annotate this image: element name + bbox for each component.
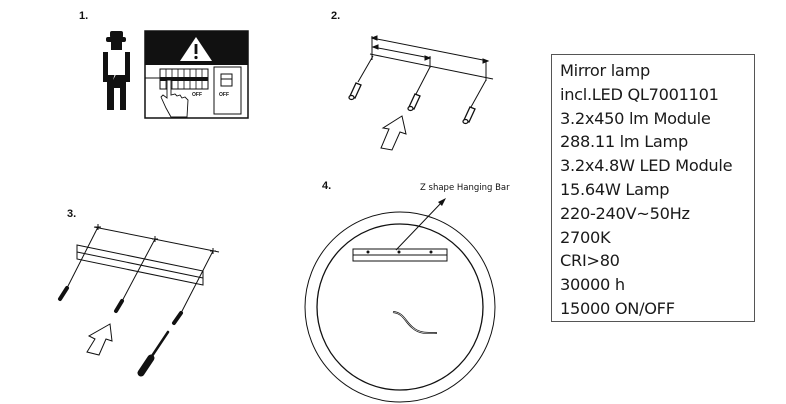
step-3-mounting-diagram	[65, 224, 220, 316]
spec-lamp-power: 15.64W Lamp	[560, 179, 670, 199]
spec-product-name: Mirror lamp	[560, 61, 650, 80]
step-3-number: 3.	[67, 208, 77, 220]
electrician-icon	[103, 31, 130, 110]
spec-module-lumens: 3.2x450 lm Module	[560, 108, 711, 128]
specifications-box: Mirror lamp incl.LED QL7001101 3.2x450 l…	[551, 54, 755, 322]
spec-led-model: incl.LED QL7001101	[560, 84, 719, 104]
round-mirror-outline	[304, 211, 496, 403]
z-hanging-bar	[352, 248, 448, 262]
off-label-right: OFF	[219, 92, 229, 98]
arrow-up-icon	[380, 115, 407, 151]
step-2-number: 2.	[331, 10, 341, 22]
spec-lamp-lumens: 288.11 lm Lamp	[560, 132, 688, 152]
power-cable-icon	[392, 311, 438, 335]
step-1-number: 1.	[79, 10, 89, 22]
screw-icon	[58, 286, 183, 325]
off-label-left: OFF	[192, 92, 202, 98]
hand-pointer-icon	[160, 79, 189, 118]
hanging-bar-label: Z shape Hanging Bar	[420, 183, 510, 193]
pointer-arrow	[395, 198, 446, 251]
breaker-panel-icon: OFF OFF	[144, 30, 249, 119]
spec-module-power: 3.2x4.8W LED Module	[560, 156, 733, 176]
screwdriver-icon	[137, 330, 170, 377]
spec-cri: CRI>80	[560, 251, 620, 271]
spec-lifetime: 30000 h	[560, 275, 625, 295]
wall-plug-icon	[348, 82, 476, 125]
spec-color-temp: 2700K	[560, 227, 611, 247]
spec-switch-cycles: 15000 ON/OFF	[560, 298, 675, 318]
arrow-up-icon	[86, 323, 113, 356]
step-4-number: 4.	[322, 180, 332, 192]
spec-voltage: 220-240V~50Hz	[560, 203, 690, 223]
step-2-drilling-diagram	[357, 35, 494, 108]
